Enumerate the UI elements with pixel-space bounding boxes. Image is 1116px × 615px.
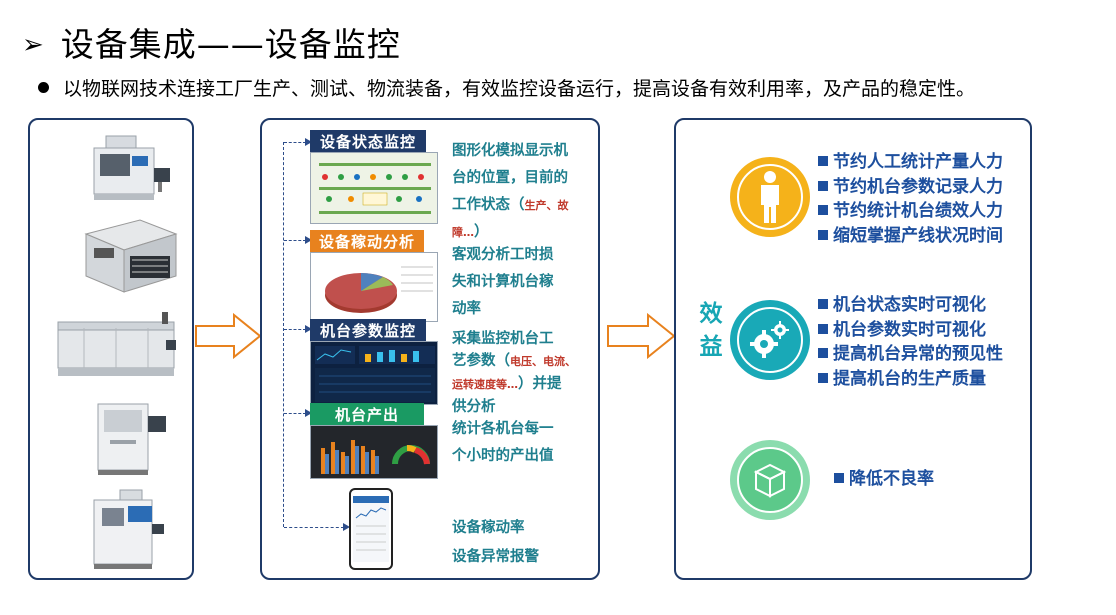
- benefit-item: 提高机台的生产质量: [818, 367, 1003, 392]
- parameter-dashboard-screenshot: [310, 341, 438, 405]
- reflow-oven-image: [54, 310, 182, 384]
- desc-line: 台的位置，目前的: [452, 170, 568, 186]
- pick-and-place-machine-image: [80, 214, 180, 300]
- status-monitor-description: 图形化模拟显示机 台的位置，目前的 工作状态（生产、故障…）: [452, 138, 592, 246]
- desc-text: 艺参数（: [452, 353, 510, 369]
- page-title: ➢ 设备集成——设备监控: [22, 18, 401, 66]
- benefit-group-visibility: 机台状态实时可视化 机台参数实时可视化 提高机台异常的预见性 提高机台的生产质量: [818, 293, 1003, 391]
- desc-text: ）: [474, 224, 489, 240]
- badge-status-monitor: 设备状态监控: [310, 130, 426, 154]
- square-bullet-icon: [818, 372, 828, 383]
- desc-line: 图形化模拟显示机: [452, 143, 568, 159]
- connector-line: [283, 142, 284, 527]
- benefit-item: 缩短掌握产线状况时间: [818, 224, 1003, 249]
- benefit-text: 节约人工统计产量人力: [833, 152, 1003, 172]
- output-chart-screenshot: [310, 425, 438, 479]
- desc-line: 采集监控机台工: [452, 331, 554, 347]
- utilization-chart-screenshot: [310, 252, 438, 322]
- gears-icon: [730, 300, 810, 380]
- benefit-text: 机台参数实时可视化: [833, 319, 986, 340]
- desc-line: 失和计算机台稼: [452, 274, 554, 290]
- desc-line: 艺参数（电压、电流、: [452, 350, 592, 373]
- inspection-machine-image: [80, 130, 180, 206]
- benefit-group-quality: 降低不良率: [834, 467, 934, 492]
- benefit-text: 节约统计机台绩效人力: [833, 201, 1003, 221]
- desc-line: 运转速度等…）并提: [452, 373, 592, 396]
- square-bullet-icon: [818, 229, 828, 240]
- desc-line: 工作状态（生产、故障…）: [452, 192, 592, 246]
- desc-text: 工作状态（: [452, 197, 525, 213]
- benefit-item: 节约统计机台绩效人力: [818, 199, 1003, 224]
- benefit-item: 机台状态实时可视化: [818, 293, 1003, 318]
- title-arrow-icon: ➢: [22, 30, 45, 60]
- desc-line: 设备稼动率: [452, 520, 525, 536]
- test-machine-image: [80, 486, 180, 572]
- benefit-item: 机台参数实时可视化: [818, 318, 1003, 343]
- connector-arrow-1: [284, 138, 312, 146]
- desc-note: 生产、故障…: [452, 199, 569, 239]
- intro-text: 以物联网技术连接工厂生产、测试、物流装备，有效监控设备运行，提高设备有效利用率，…: [63, 78, 976, 100]
- benefits-label: 效益: [699, 301, 723, 360]
- desc-line: 客观分析工时损: [452, 247, 554, 263]
- box-icon: [730, 440, 810, 520]
- badge-parameter-monitor: 机台参数监控: [310, 319, 426, 343]
- desc-line: 统计各机台每一: [452, 421, 554, 437]
- parameter-description: 采集监控机台工 艺参数（电压、电流、 运转速度等…）并提 供分析: [452, 328, 592, 418]
- square-bullet-icon: [818, 299, 828, 309]
- badge-utilization-analysis: 设备稼动分析: [310, 230, 424, 254]
- connector-arrow-5: [284, 523, 350, 531]
- desc-note: 电压、电流、: [510, 355, 576, 368]
- bullet-dot-icon: [38, 82, 49, 93]
- benefit-text: 提高机台异常的预见性: [833, 344, 1003, 364]
- desc-line: 动率: [452, 301, 481, 317]
- desc-line: 供分析: [452, 399, 496, 415]
- square-bullet-icon: [834, 473, 844, 483]
- status-monitor-screenshot: [310, 152, 438, 224]
- desc-note: 运转速度等…: [452, 378, 518, 391]
- connector-arrow-2: [284, 236, 312, 244]
- equipment-panel: [28, 118, 194, 580]
- benefit-group-labor: 节约人工统计产量人力 节约机台参数记录人力 节约统计机台绩效人力 缩短掌握产线状…: [818, 150, 1003, 248]
- benefit-text: 提高机台的生产质量: [833, 368, 986, 389]
- badge-machine-output: 机台产出: [310, 403, 424, 427]
- benefit-item: 降低不良率: [834, 467, 934, 492]
- square-bullet-icon: [818, 156, 828, 166]
- benefit-item: 提高机台异常的预见性: [818, 342, 1003, 367]
- hollow-right-arrow-icon: [607, 313, 676, 359]
- connector-arrow-3: [284, 325, 312, 333]
- benefit-item: 节约人工统计产量人力: [818, 150, 1003, 175]
- connector-arrow-4: [284, 409, 312, 417]
- desc-line: 个小时的产出值: [452, 448, 554, 464]
- square-bullet-icon: [818, 323, 828, 334]
- square-bullet-icon: [818, 205, 828, 215]
- desc-text: ）并提: [518, 376, 562, 392]
- intro-bullet: 以物联网技术连接工厂生产、测试、物流装备，有效监控设备运行，提高设备有效利用率，…: [38, 74, 975, 101]
- mobile-description: 设备稼动率 设备异常报警: [452, 514, 592, 572]
- person-icon: [730, 157, 810, 237]
- square-bullet-icon: [818, 180, 828, 191]
- benefit-item: 节约机台参数记录人力: [818, 175, 1003, 200]
- aoi-machine-image: [80, 396, 180, 478]
- benefit-text: 节约机台参数记录人力: [833, 176, 1003, 197]
- hollow-right-arrow-icon: [195, 313, 262, 359]
- mobile-phone-image: [349, 488, 393, 570]
- desc-line: 设备异常报警: [452, 549, 539, 565]
- output-description: 统计各机台每一 个小时的产出值: [452, 416, 592, 470]
- benefit-text: 缩短掌握产线状况时间: [833, 225, 1003, 246]
- square-bullet-icon: [818, 348, 828, 358]
- benefit-text: 降低不良率: [849, 469, 934, 489]
- utilization-description: 客观分析工时损 失和计算机台稼 动率: [452, 242, 592, 323]
- title-text: 设备集成——设备监控: [60, 25, 401, 64]
- benefit-text: 机台状态实时可视化: [833, 295, 986, 315]
